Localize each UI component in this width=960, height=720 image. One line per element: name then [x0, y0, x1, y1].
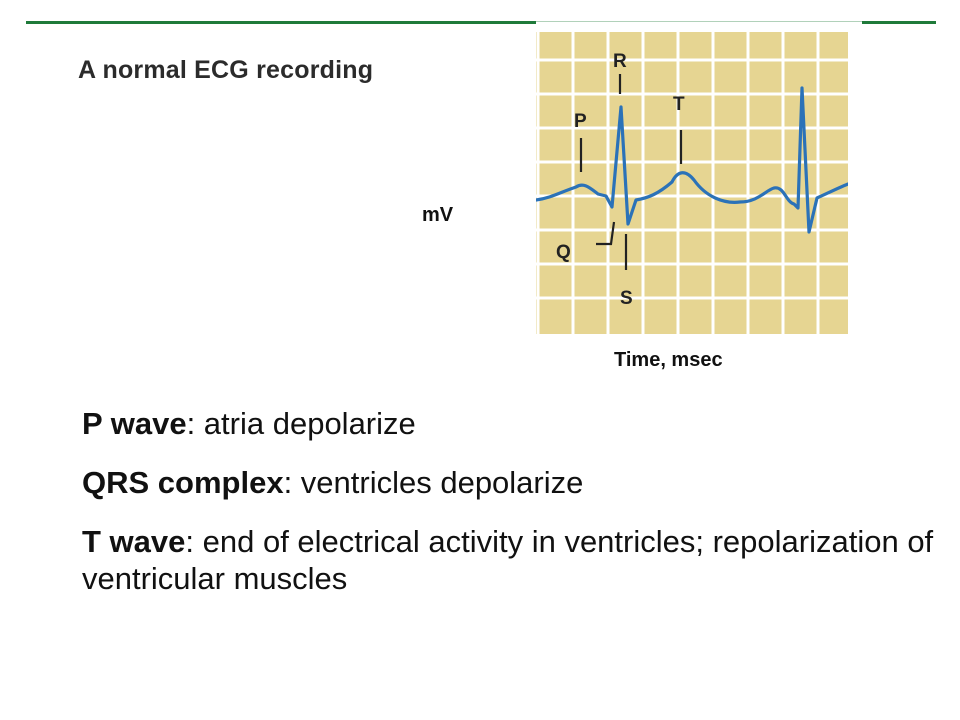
wave-label-t: T	[673, 94, 685, 115]
ecg-grid-background	[536, 32, 848, 334]
ecg-trace	[536, 86, 848, 234]
wave-label-p: P	[574, 111, 587, 132]
bullet-t-wave: T wave: end of electrical activity in ve…	[82, 523, 942, 597]
x-axis-label: Time, msec	[614, 349, 723, 371]
wave-label-r: R	[613, 51, 627, 72]
explanation-list: P wave: atria depolarize QRS complex: ve…	[82, 405, 942, 619]
bullet-text: : ventricles depolarize	[283, 465, 584, 500]
bullet-term: QRS complex	[82, 465, 284, 500]
top-rule-left	[26, 21, 536, 24]
ecg-pointer-lines	[579, 74, 683, 270]
top-rule-right	[862, 21, 936, 24]
bullet-text: : end of electrical activity in ventricl…	[82, 524, 934, 596]
figure-title: A normal ECG recording	[78, 56, 374, 84]
bullet-term: P wave	[82, 406, 187, 441]
bullet-text: : atria depolarize	[186, 406, 416, 441]
y-axis-label: mV	[422, 204, 454, 226]
bullet-p-wave: P wave: atria depolarize	[82, 405, 942, 442]
bullet-qrs-complex: QRS complex: ventricles depolarize	[82, 464, 942, 501]
wave-label-s: S	[620, 288, 633, 309]
ecg-grid-lines	[536, 32, 848, 334]
ecg-diagram: P R T Q S	[536, 32, 848, 334]
wave-label-q: Q	[556, 242, 571, 263]
top-rule-thin	[536, 21, 862, 22]
bullet-term: T wave	[82, 524, 186, 559]
